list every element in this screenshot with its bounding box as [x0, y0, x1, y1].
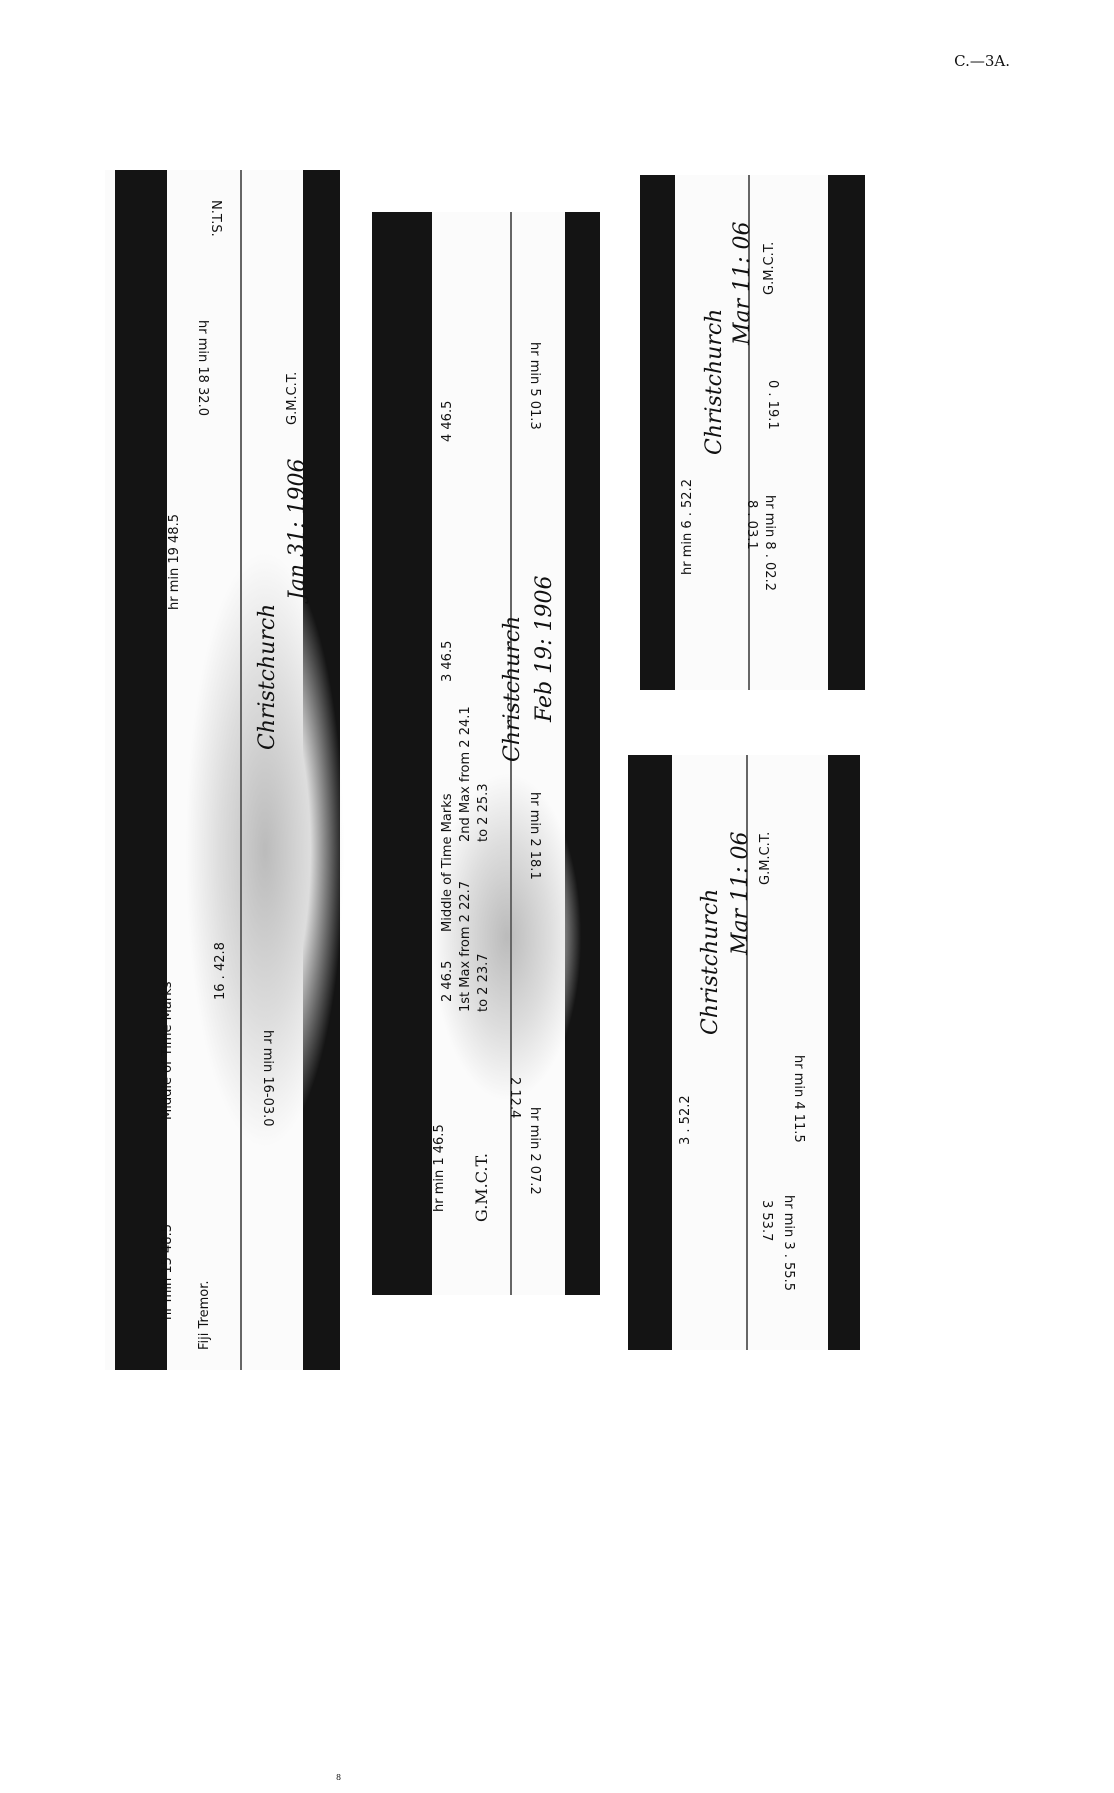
- record-date: Mar 11: 06: [730, 221, 755, 345]
- time-system: G.M.C.T.: [762, 241, 777, 295]
- page-label: C.—3A.: [954, 52, 1010, 70]
- note: 16 . 42.8: [213, 942, 228, 1000]
- note: to 2 25.3: [476, 783, 491, 842]
- note: 4 46.5: [440, 400, 455, 442]
- note: hr min 3 . 55.5: [781, 1195, 796, 1291]
- note: 8 . 03.1: [744, 500, 759, 550]
- seismogram-record-2: 4 46.5 3 46.5 hr min 5 01.3 Middle of Ti…: [372, 212, 600, 1295]
- record-title: Christchurch: [702, 308, 727, 455]
- record-date: Feb 19: 1906: [532, 575, 557, 722]
- note: hr min 1 46.5: [432, 1124, 447, 1212]
- time-system: G.M.C.T.: [285, 371, 300, 425]
- note: 3 46.5: [440, 640, 455, 682]
- record-date: Mar 11: 06: [728, 831, 753, 955]
- note: hr min 2 07.2: [527, 1107, 542, 1195]
- note: hr min 16-03.0: [260, 1030, 275, 1127]
- note: 0 . 19.1: [765, 380, 780, 430]
- seismogram-record-4: G.M.C.T. Christchurch Mar 11: 06 hr min …: [628, 755, 860, 1350]
- note: 2 46.5: [440, 960, 455, 1002]
- note: to 2 23.7: [476, 953, 491, 1012]
- note: 3 . 52.2: [678, 1095, 693, 1145]
- note: hr min 8 . 02.2: [762, 495, 777, 591]
- note: 2nd Max from 2 24.1: [458, 706, 473, 842]
- record-title: Christchurch: [500, 615, 525, 762]
- note: hr min 5 01.3: [527, 342, 542, 430]
- note: hr min 4 11.5: [791, 1055, 806, 1143]
- footer-mark: 8: [336, 1773, 342, 1782]
- note: hr min 6 . 52.2: [680, 479, 695, 575]
- record-date: Jan 31: 1906: [285, 458, 310, 601]
- record-title: Christchurch: [255, 603, 280, 750]
- note: N.T.S.: [208, 200, 223, 237]
- time-system: G.M.C.T.: [758, 831, 773, 885]
- note: hr min 15 48.5: [160, 1224, 175, 1320]
- note: hr min 18 32.0: [195, 320, 210, 416]
- note: hr min 19 48.5: [167, 514, 182, 610]
- record-title: Christchurch: [698, 888, 723, 1035]
- note: 2 12.4: [507, 1077, 522, 1119]
- note: Fiji Tremor.: [197, 1280, 212, 1351]
- note: 1st Max from 2 22.7: [458, 880, 473, 1012]
- time-system: G.M.C.T.: [472, 1153, 491, 1222]
- note: 3 53.7: [759, 1200, 774, 1242]
- note: hr min 2 18.1: [527, 792, 542, 880]
- seismogram-record-3: G.M.C.T. Christchurch Mar 11: 06 0 . 19.…: [640, 175, 865, 690]
- seismogram-record-1: N.T.S. hr min 18 32.0 hr min 19 48.5 Chr…: [105, 170, 345, 1370]
- note: Middle of Time Marks: [160, 981, 175, 1120]
- note: Middle of Time Marks: [440, 793, 455, 932]
